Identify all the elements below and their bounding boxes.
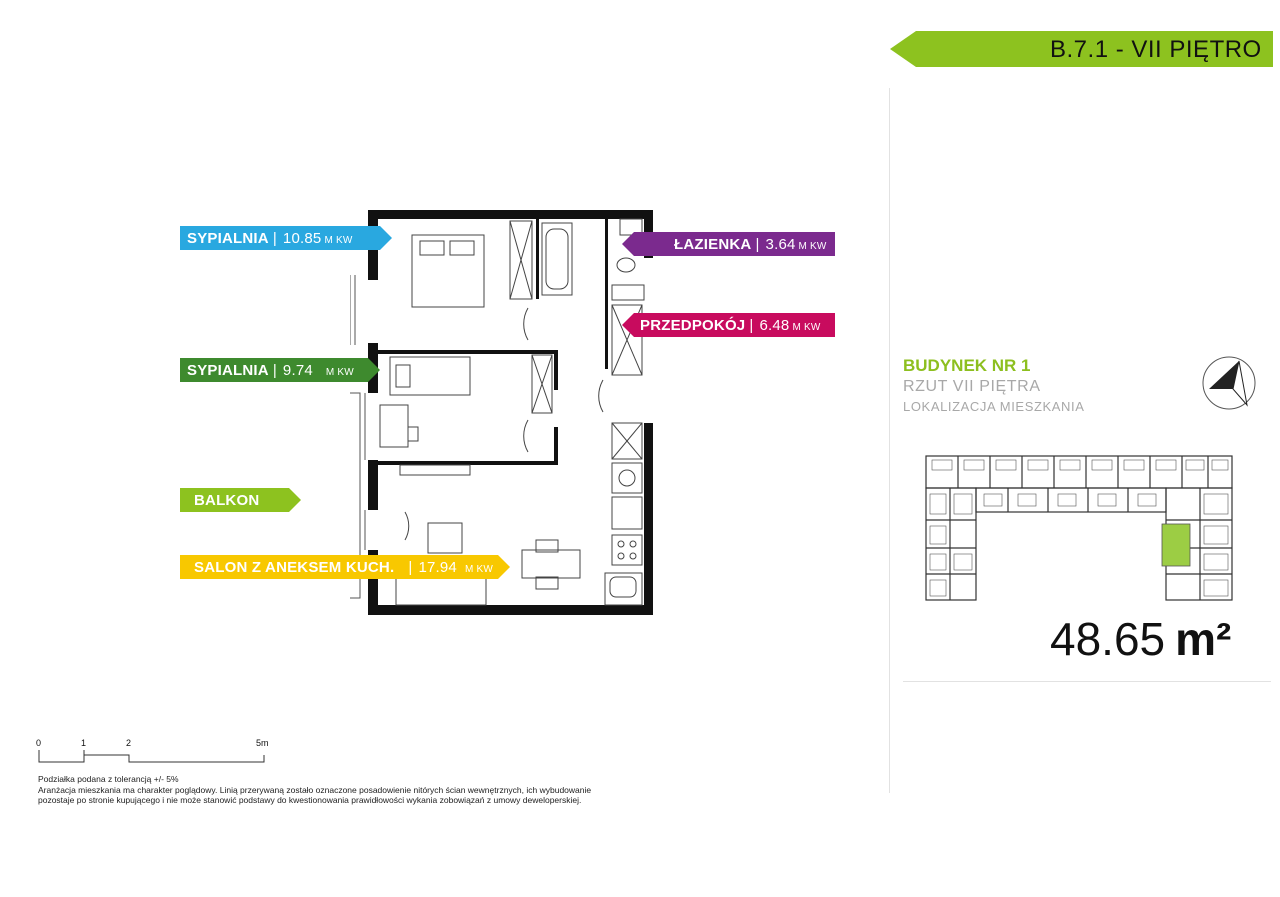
tag-shape — [622, 232, 835, 256]
scale-label: 5m — [256, 738, 269, 748]
inner-walls — [378, 219, 608, 465]
plan-notes: Podziałka podana z tolerancją +/- 5% Ara… — [38, 774, 658, 806]
scale-label: 2 — [126, 738, 132, 748]
apartment-title: B.7.1 - VII PIĘTRO — [1050, 36, 1262, 63]
floor-plan-label: RZUT VII PIĘTRA — [903, 378, 1041, 395]
total-area-unit: m² — [1175, 613, 1232, 665]
balcony-outline — [350, 275, 366, 599]
scale-label: 0 — [36, 738, 42, 748]
header-flag-shape — [890, 31, 1273, 67]
tag-shape — [622, 313, 835, 337]
total-area-value: 48.65 — [1050, 613, 1166, 665]
tag-shape — [180, 488, 301, 512]
apartment-location-label: LOKALIZACJA MIESZKANIA — [903, 399, 1085, 414]
room-tag-balcony: BALKON — [180, 488, 301, 512]
building-name: BUDYNEK NR 1 — [903, 356, 1031, 375]
tag-shape — [180, 358, 380, 382]
tag-shape — [180, 555, 510, 579]
divider-horizontal — [903, 681, 1271, 682]
fixtures — [379, 218, 645, 606]
apartment-highlight — [1161, 523, 1191, 567]
disclaimer-line-1: Aranżacja mieszkania ma charakter pogląd… — [38, 784, 592, 795]
divider-vertical — [889, 88, 890, 793]
scale-label: 1 — [81, 738, 87, 748]
room-tag-text: BALKON — [194, 492, 260, 509]
tolerance-note: Podziałka podana z tolerancją +/- 5% — [38, 774, 179, 784]
building-key-plan — [925, 455, 1233, 601]
scale-ruler — [38, 750, 265, 763]
apartment-header: B.7.1 - VII PIĘTRO — [890, 31, 1273, 67]
north-arrow-icon — [1202, 356, 1256, 410]
scale-bar: 0 1 2 5m — [36, 738, 276, 768]
tag-shape — [180, 226, 392, 250]
disclaimer-line-2: pozostaje po stronie kupującego i nie mo… — [38, 795, 582, 805]
